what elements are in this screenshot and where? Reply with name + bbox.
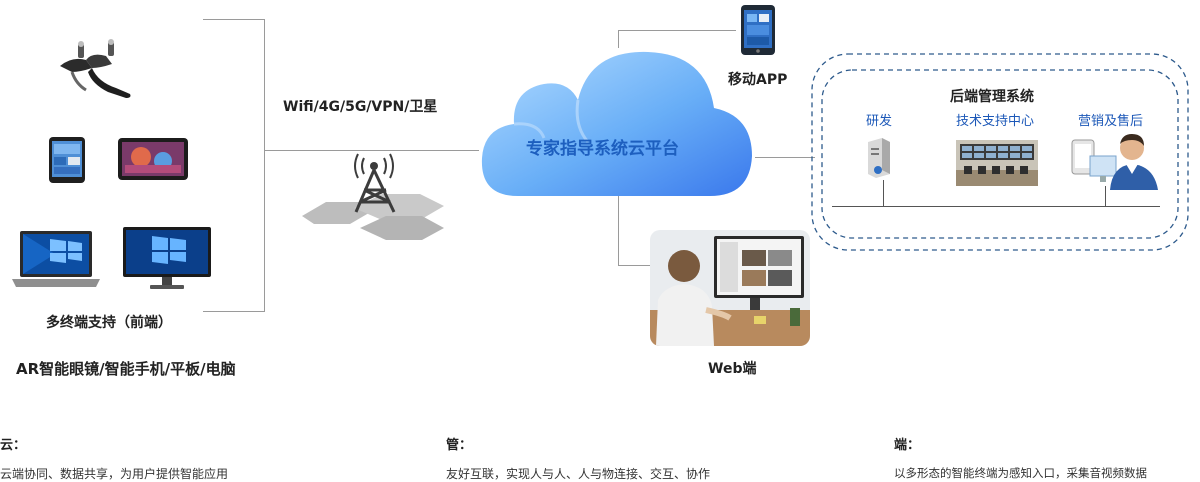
- ar-glasses-icon: [60, 39, 131, 98]
- terminals-devices-label: AR智能眼镜/智能手机/平板/电脑: [16, 360, 236, 378]
- mobile-connector-h: [618, 30, 736, 31]
- bracket-bottom-line: [203, 311, 265, 312]
- laptop-icon: [12, 231, 100, 287]
- bracket-top-line: [203, 19, 265, 20]
- backend-rnd-tick: [883, 180, 884, 206]
- cell-tower-icon: [302, 153, 444, 240]
- backend-title: 后端管理系统: [950, 89, 1034, 105]
- control-center-photo: [956, 140, 1038, 186]
- bracket-vertical-line: [264, 19, 265, 312]
- customer-service-icon: [1071, 134, 1158, 190]
- web-client-photo: [650, 230, 810, 346]
- terminal-to-cloud-line: [264, 150, 479, 151]
- cloud-to-backend-line: [755, 157, 815, 158]
- desktop-monitor-icon: [123, 227, 211, 289]
- web-client-label: Web端: [708, 361, 757, 377]
- cloud-platform-label: 专家指导系统云平台: [526, 139, 679, 159]
- backend-base-line: [832, 206, 1160, 207]
- backend-dashed-frame: [811, 53, 1189, 251]
- smartphone-icon: [49, 137, 85, 183]
- terminals-caption: 多终端支持（前端）: [46, 315, 172, 331]
- tablet-icon: [118, 138, 188, 180]
- server-icon: [868, 138, 890, 178]
- feature-pipe-text: 友好互联，实现人与人、人与物连接、交互、协作: [446, 467, 711, 481]
- feature-terminal-text: 以多形态的智能终端为感知入口，采集音视频数据: [894, 466, 1147, 480]
- mobile-connector-v: [618, 30, 619, 48]
- backend-sales-tick: [1105, 186, 1106, 206]
- cloud-to-web-line-v: [618, 196, 619, 266]
- backend-item-rnd-label: 研发: [866, 114, 893, 129]
- mobile-tablet-icon: [741, 5, 775, 55]
- feature-cloud-title: 云：: [0, 438, 27, 453]
- backend-item-sales-label: 营销及售后: [1078, 114, 1144, 129]
- feature-terminal-title: 端：: [894, 438, 921, 453]
- feature-pipe-title: 管：: [446, 438, 473, 453]
- network-link-label: Wifi/4G/5G/VPN/卫星: [283, 99, 438, 115]
- backend-item-support-label: 技术支持中心: [956, 114, 1035, 129]
- feature-cloud-text: 云端协同、数据共享，为用户提供智能应用: [0, 467, 229, 481]
- mobile-app-label: 移动APP: [728, 72, 788, 88]
- cloud-to-web-line-h: [618, 265, 650, 266]
- cloud-platform-icon: [481, 51, 752, 196]
